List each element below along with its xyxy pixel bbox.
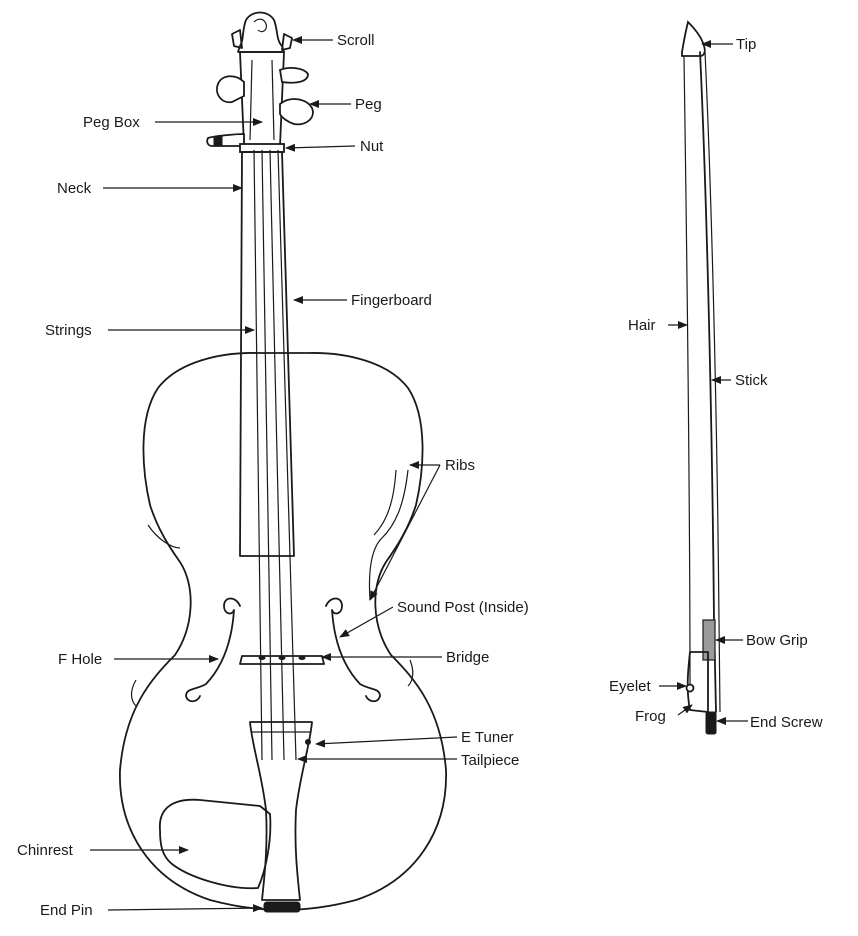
- bow-hair-shape: [683, 55, 691, 691]
- label-bow-grip: Bow Grip: [746, 632, 808, 649]
- bow-tip-shape: [681, 20, 706, 57]
- label-sound-post: Sound Post (Inside): [397, 599, 529, 616]
- label-bridge: Bridge: [446, 649, 489, 666]
- label-scroll: Scroll: [337, 32, 375, 49]
- peg-box-shape: [239, 51, 285, 147]
- f-hole-right: [325, 597, 381, 703]
- violin-strings: [253, 149, 297, 761]
- bow-labels: Tip Hair Stick Bow Grip Eyelet Frog End …: [609, 36, 823, 731]
- bow-frog-shape: [686, 651, 709, 713]
- label-frog: Frog: [635, 708, 666, 725]
- fingerboard-shape: [239, 151, 295, 557]
- label-tailpiece: Tailpiece: [461, 752, 519, 769]
- label-hair: Hair: [628, 317, 656, 334]
- bow-drawing: [681, 20, 721, 735]
- label-e-tuner: E Tuner: [461, 729, 514, 746]
- label-eyelet: Eyelet: [609, 678, 652, 695]
- pegs: [206, 67, 314, 147]
- bow-stick-shape: [699, 51, 717, 713]
- scroll-shape: [237, 11, 285, 53]
- f-hole-left: [185, 597, 241, 703]
- eyelet-shape: [685, 683, 695, 693]
- chinrest-shape: [159, 798, 272, 890]
- violin-drawing: [119, 11, 447, 913]
- bridge-shape: [239, 655, 325, 665]
- label-nut: Nut: [360, 138, 384, 155]
- label-ribs: Ribs: [445, 457, 475, 474]
- label-peg: Peg: [355, 96, 382, 113]
- violin-pointers: [90, 36, 458, 913]
- violin-labels: Scroll Peg Box Peg Nut Neck Fingerboard …: [17, 32, 529, 919]
- label-chinrest: Chinrest: [17, 842, 74, 859]
- violin-body-outline: [119, 352, 447, 911]
- label-f-hole: F Hole: [58, 651, 102, 668]
- label-tip: Tip: [736, 36, 756, 53]
- bow-pointers: [659, 40, 748, 725]
- violin-rib-edge: [368, 469, 409, 601]
- bow-grip-shape: [702, 619, 716, 661]
- label-neck: Neck: [57, 180, 92, 197]
- label-fingerboard: Fingerboard: [351, 292, 432, 309]
- label-strings: Strings: [45, 322, 92, 339]
- label-end-pin: End Pin: [40, 902, 93, 919]
- label-stick: Stick: [735, 372, 768, 389]
- label-end-screw: End Screw: [750, 714, 823, 731]
- end-screw-shape: [705, 711, 717, 735]
- tailpiece-shape: [249, 721, 313, 901]
- end-pin-shape: [263, 901, 301, 913]
- label-peg-box: Peg Box: [83, 114, 140, 131]
